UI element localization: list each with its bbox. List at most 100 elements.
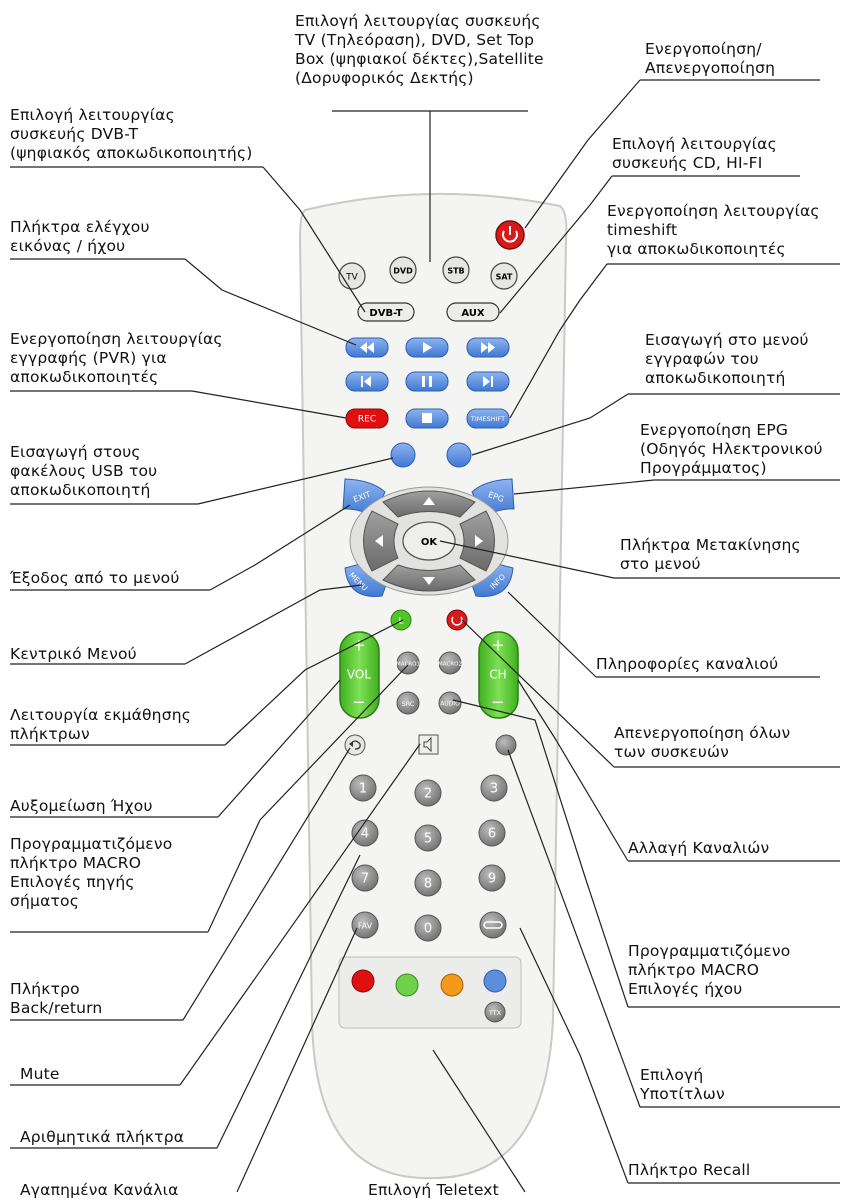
label-subtitles: Επιλογή Υποτίτλων xyxy=(640,1066,725,1103)
right-arrow-icon xyxy=(475,535,483,547)
all-off-icon xyxy=(451,616,463,626)
left-arrow-icon xyxy=(375,535,383,547)
label-exit: Έξοδος από το μενού xyxy=(10,569,180,587)
label-mode-select: Επιλογή λειτουργίας συσκευής TV (Τηλεόρα… xyxy=(295,12,544,87)
label-power: Ενεργοποίηση/ Απενεργοποίηση xyxy=(645,40,776,77)
key-5 xyxy=(414,824,442,852)
key-0 xyxy=(414,914,442,942)
key-6-label: 6 xyxy=(488,827,496,842)
label-mute: Mute xyxy=(20,1065,60,1083)
red-key xyxy=(351,969,375,993)
key-8-label: 8 xyxy=(424,877,432,892)
numeric-keypad: 1 2 3 4 5 6 7 8 9 0 xyxy=(349,774,508,942)
orange-key xyxy=(440,973,464,997)
key-3 xyxy=(480,774,508,802)
up-arrow-icon xyxy=(423,497,435,505)
color-keys-panel xyxy=(338,956,522,1029)
all-off-button xyxy=(446,609,468,631)
timeshift-button xyxy=(466,408,510,429)
mute-icon xyxy=(423,736,432,753)
transport-keys: REC TIMESHIFT xyxy=(345,337,510,429)
fav-button xyxy=(351,911,379,939)
fav-label: FAV xyxy=(358,922,373,931)
key-1 xyxy=(349,774,377,802)
mute-button xyxy=(418,734,439,755)
label-learn: Λειτουργία εκμάθησης πλήκτρων xyxy=(10,706,192,743)
label-back: Πλήκτρο Back/return xyxy=(10,980,103,1017)
aux-label: AUX xyxy=(461,308,485,319)
key-9-label: 9 xyxy=(488,872,496,887)
key-6 xyxy=(478,819,506,847)
nav-pad: OK xyxy=(349,486,509,596)
mode-buttons: TV DVD STB SAT xyxy=(338,256,518,290)
label-teletext: Επιλογή Teletext xyxy=(368,1181,499,1199)
ok-label: OK xyxy=(421,537,439,548)
label-power-all: Απενεργοποίηση όλων των συσκευών xyxy=(614,724,791,761)
rec-label: REC xyxy=(358,415,376,425)
label-dvbt-mode: Επιλογή λειτουργίας συσκευής DVB-T (ψηφι… xyxy=(10,106,253,162)
ttx-button xyxy=(484,1001,506,1023)
ch-plus: + xyxy=(491,636,504,655)
recall-button xyxy=(479,911,507,939)
audio-button xyxy=(438,691,462,715)
macro2-label: MACRO2 xyxy=(438,662,462,668)
dvd-label: DVD xyxy=(393,267,413,276)
pause-icon xyxy=(422,376,432,387)
key-9 xyxy=(478,864,506,892)
stb-label: STB xyxy=(447,267,464,276)
macro1-label: MACRO1 xyxy=(396,662,420,668)
dvbt-label: DVB-T xyxy=(369,308,402,319)
label-epg: Ενεργοποίηση EPG (Οδηγός Ηλεκτρονικού Πρ… xyxy=(640,421,823,477)
label-macro-audio: Προγραμματιζόμενο πλήκτρο MACRO Επιλογές… xyxy=(628,942,791,998)
back-button xyxy=(344,734,366,756)
label-pvr: Ενεργοποίηση λειτουργίας εγγραφής (PVR) … xyxy=(10,330,223,386)
rewind-icon xyxy=(360,342,374,353)
label-timeshift: Ενεργοποίηση λειτουργίας timeshift για α… xyxy=(607,202,820,258)
key-0-label: 0 xyxy=(424,922,432,937)
volume-rocker xyxy=(339,631,380,719)
sat-label: SAT xyxy=(496,273,513,282)
key-2 xyxy=(414,779,442,807)
label-av-keys: Πλήκτρα ελέγχου εικόνας / ήχου xyxy=(10,218,150,255)
src-button xyxy=(396,691,420,715)
channel-rocker xyxy=(478,631,519,719)
macro2-button xyxy=(438,651,462,675)
ok-button xyxy=(402,521,456,561)
key-2-label: 2 xyxy=(424,787,432,802)
label-info: Πληροφορίες καναλιού xyxy=(596,655,779,673)
play-icon xyxy=(423,342,432,353)
label-rec-menu: Εισαγωγή στο μενού εγγραφών του αποκωδικ… xyxy=(645,331,809,387)
ttx-label: TTX xyxy=(488,1009,502,1017)
prev-icon xyxy=(361,376,371,387)
key-1-label: 1 xyxy=(359,782,367,797)
power-icon xyxy=(502,230,518,243)
label-recall: Πλήκτρο Recall xyxy=(628,1161,751,1179)
audio-label: AUDIO xyxy=(440,701,460,708)
ch-minus: − xyxy=(491,693,504,712)
label-favorites: Αγαπημένα Κανάλια xyxy=(20,1181,179,1199)
blue-key xyxy=(483,969,507,993)
stop-icon xyxy=(422,413,432,423)
key-4-label: 4 xyxy=(361,827,369,842)
label-volume: Αυξομείωση Ήχου xyxy=(10,797,153,815)
label-macro-src: Προγραμματιζόμενο πλήκτρο MACRO Επιλογές… xyxy=(10,835,173,910)
key-7 xyxy=(351,864,379,892)
vol-label: VOL xyxy=(347,668,371,682)
macro1-button xyxy=(396,651,420,675)
subtitle-button xyxy=(495,734,517,756)
learn-button xyxy=(390,609,412,631)
label-main-menu: Κεντρικό Μενού xyxy=(10,645,137,663)
vol-minus: − xyxy=(352,693,365,712)
key-7-label: 7 xyxy=(361,872,369,887)
sat-button xyxy=(490,262,518,290)
label-nav: Πλήκτρα Μετακίνησης στο μενού xyxy=(620,536,801,573)
label-usb: Εισαγωγή στους φακέλους USB του αποκωδικ… xyxy=(10,443,158,499)
tv-label: TV xyxy=(345,273,358,283)
key-5-label: 5 xyxy=(424,832,432,847)
key-4 xyxy=(351,819,379,847)
key-8 xyxy=(414,869,442,897)
next-icon xyxy=(483,376,493,387)
usb-button xyxy=(390,442,416,468)
recall-icon xyxy=(483,921,503,929)
